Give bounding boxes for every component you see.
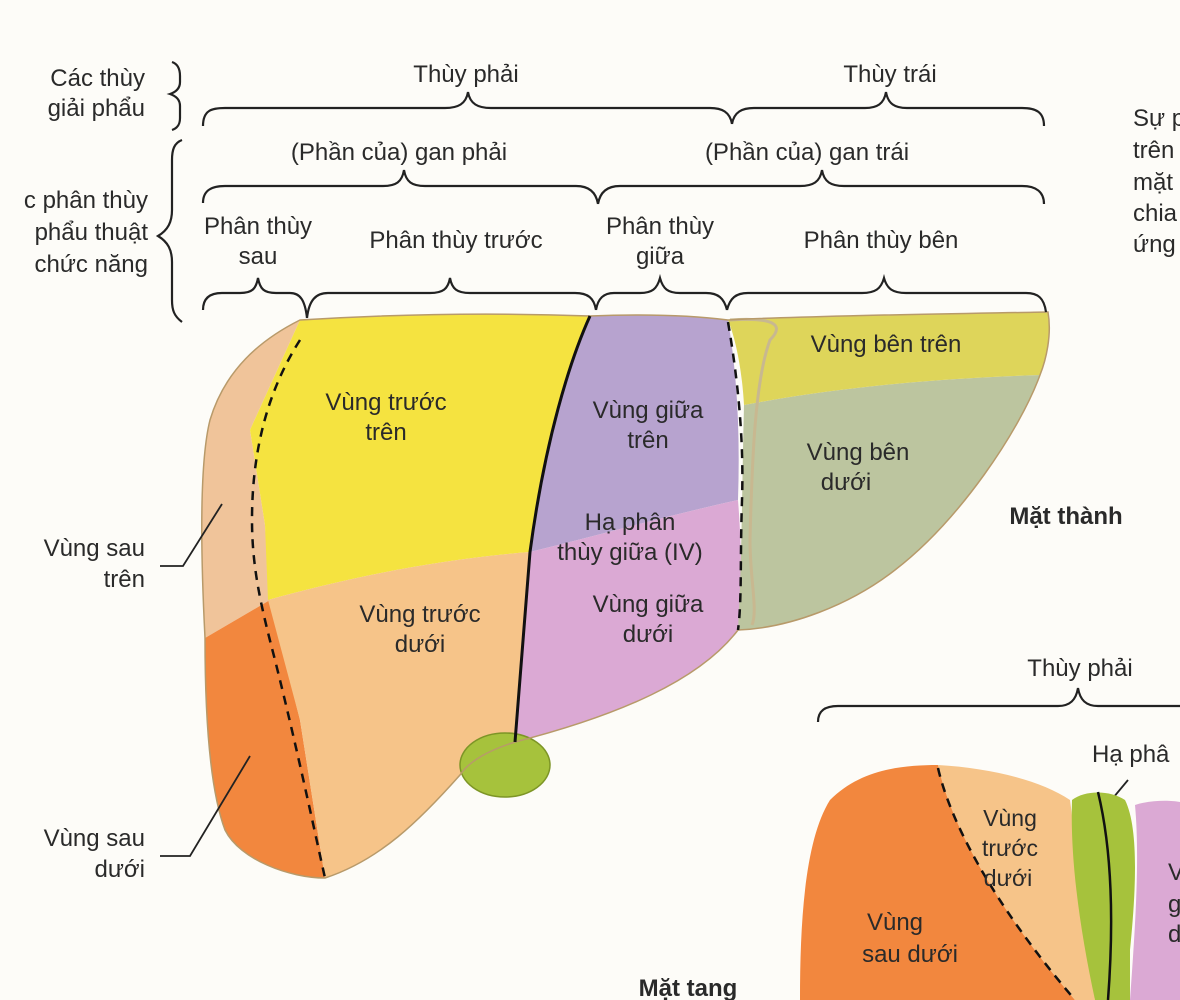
brace-medial-division <box>594 273 729 311</box>
brace-anatomic-lobes <box>166 60 182 132</box>
label-posterior-inferior-2: dưới <box>95 856 145 883</box>
label-anterior-inferior-2: dưới <box>395 631 445 658</box>
brace-right-part <box>201 169 600 205</box>
umbilical-fissure <box>726 321 744 631</box>
braces <box>155 60 1180 723</box>
label-functional-3: chức năng <box>35 251 148 278</box>
label-functional-1: c phân thùy <box>24 187 148 214</box>
region-anterior-superior <box>250 314 590 600</box>
visceral-anterior-inferior <box>938 765 1095 1000</box>
label-visceral-right-lobe: Thùy phải <box>1027 655 1132 682</box>
label-anterior-inferior-1: Vùng trước <box>359 601 480 628</box>
region-lateral-inferior <box>738 375 1040 630</box>
brace-functional-segments <box>155 138 183 323</box>
label-visceral-anterior-3: dưới <box>984 865 1032 891</box>
visceral-labels: Thùy phải Hạ phâ Vùng trước dưới Vùng sa… <box>862 655 1180 968</box>
label-anterior-division: Phân thùy trước <box>369 227 542 254</box>
label-visceral-posterior-2: sau dưới <box>862 941 958 968</box>
label-visceral-right-1: V <box>1168 859 1180 886</box>
region-posterior-superior <box>201 320 300 638</box>
brace-posterior-division <box>201 277 309 319</box>
label-posterior-inferior-1: Vùng sau <box>44 825 145 852</box>
label-posterior-division-2: sau <box>239 243 278 270</box>
label-visceral-anterior-2: trước <box>982 835 1038 861</box>
region-anterior-inferior <box>268 552 530 878</box>
region-medial-superior <box>530 315 739 552</box>
label-posterior-superior-2: trên <box>104 566 145 593</box>
right-note: Sự p trên mặt chia ứng <box>1133 105 1180 258</box>
label-left-part: (Phần của) gan trái <box>705 139 909 166</box>
label-anterior-superior-2: trên <box>365 419 406 446</box>
brace-right-lobe <box>201 91 734 127</box>
label-visceral-posterior-1: Vùng <box>867 909 923 936</box>
pointer-posterior-superior <box>160 503 223 567</box>
brace-anterior-division <box>305 277 598 319</box>
label-subsegment-iv-2: thùy giữa (IV) <box>557 539 702 566</box>
label-functional-2: phẩu thuật <box>35 219 149 246</box>
label-visceral-right-3: d <box>1168 921 1180 948</box>
label-medial-division-1: Phân thùy <box>606 213 714 240</box>
liver-visceral <box>800 765 1180 1000</box>
liver-diaphragmatic <box>200 311 1051 879</box>
label-posterior-superior-1: Vùng sau <box>44 535 145 562</box>
label-lateral-inferior-1: Vùng bên <box>807 439 910 466</box>
label-medial-superior-2: trên <box>627 427 668 454</box>
header-labels: Thùy phải Thùy trái (Phần của) gan phải … <box>204 61 958 270</box>
label-medial-inferior-1: Vùng giữa <box>593 591 704 618</box>
region-medial-inferior <box>515 500 741 742</box>
visceral-dashed-line <box>936 767 1076 1000</box>
label-visceral-anterior-1: Vùng <box>983 805 1037 831</box>
label-lateral-inferior-2: dưới <box>821 469 871 496</box>
left-labels: Các thùy giải phẩu c phân thùy phẩu thuậ… <box>24 65 148 278</box>
label-right-part: (Phần của) gan phải <box>291 139 507 166</box>
label-subsegment-iv-1: Hạ phân <box>585 509 676 536</box>
label-visceral-subsegment: Hạ phâ <box>1092 741 1170 768</box>
visceral-gallbladder <box>1071 792 1135 1000</box>
label-anatomic-lobes-2: giải phẩu <box>48 95 145 122</box>
gallbladder <box>459 732 551 798</box>
label-diaphragmatic-surface: Mặt thành <box>1009 503 1122 530</box>
brace-left-part <box>596 169 1046 205</box>
liver-outline <box>200 311 1051 879</box>
note-line-3: mặt <box>1133 169 1173 196</box>
label-anatomic-lobes-1: Các thùy <box>50 65 145 92</box>
label-right-lobe: Thùy phải <box>413 61 518 88</box>
visceral-fissure <box>1096 791 1113 1000</box>
label-posterior-division-1: Phân thùy <box>204 213 312 240</box>
visceral-medial <box>1130 800 1180 1000</box>
note-line-2: trên <box>1133 137 1174 164</box>
brace-lateral-division <box>725 273 1048 313</box>
note-line-4: chia <box>1133 200 1178 227</box>
region-posterior-inferior <box>205 600 325 878</box>
region-lateral-superior <box>728 312 1050 405</box>
label-medial-superior-1: Vùng giữa <box>593 397 704 424</box>
note-line-1: Sự p <box>1133 105 1180 132</box>
segment-labels: Vùng trước trên Vùng giữa trên Vùng bên … <box>44 331 962 883</box>
label-visceral-surface: Mặt tang <box>639 975 738 1000</box>
label-left-lobe: Thùy trái <box>843 61 936 88</box>
visceral-posterior-inferior <box>800 765 1075 1000</box>
label-lateral-superior: Vùng bên trên <box>811 331 962 358</box>
label-visceral-right-2: g <box>1168 891 1180 918</box>
label-medial-division-2: giữa <box>636 243 685 270</box>
brace-left-lobe <box>730 91 1046 127</box>
label-anterior-superior-1: Vùng trước <box>325 389 446 416</box>
brace-visceral-right-lobe <box>816 687 1180 723</box>
falciform-ligament <box>729 317 778 626</box>
surface-labels: Mặt thành Mặt tang <box>639 503 1123 1000</box>
label-medial-inferior-2: dưới <box>623 621 673 648</box>
note-line-5: ứng <box>1133 231 1176 258</box>
pointer-posterior-inferior <box>160 755 251 857</box>
label-lateral-division: Phân thùy bên <box>804 227 959 254</box>
right-portal-fissure <box>250 339 327 879</box>
main-portal-fissure <box>513 315 592 743</box>
